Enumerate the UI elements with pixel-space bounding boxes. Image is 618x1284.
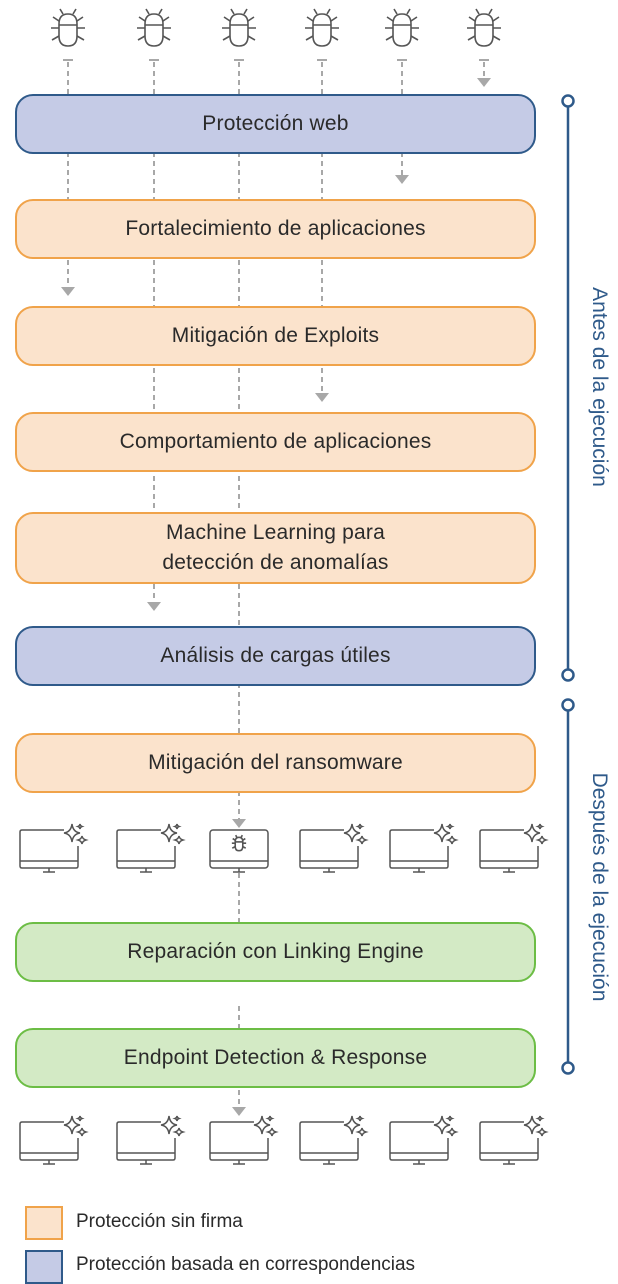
timeline-node — [561, 698, 575, 712]
layer-linking-engine: Reparación con Linking Engine — [15, 922, 536, 982]
computer-sparkle-icon — [299, 1115, 369, 1165]
computer-sparkle-icon — [19, 1115, 89, 1165]
layer-ransomware-mitigation: Mitigación del ransomware — [15, 733, 536, 793]
computer-sparkle-icon — [299, 823, 369, 873]
computer-sparkle-icon — [116, 1115, 186, 1165]
arrowhead — [477, 78, 491, 87]
computer-sparkle-icon — [479, 1115, 549, 1165]
layer-label: Machine Learning para detección de anoma… — [162, 521, 389, 574]
bug-icon — [385, 8, 419, 47]
arrowhead — [232, 819, 246, 828]
sparkle-icon — [343, 1115, 369, 1137]
layer-label: Fortalecimiento de aplicaciones — [125, 217, 426, 240]
bug-icon — [305, 8, 339, 47]
layer-payload-analysis: Análisis de cargas útiles — [15, 626, 536, 686]
sparkle-icon — [160, 823, 186, 845]
arrowhead — [315, 393, 329, 402]
timeline-after-label: Después de la ejecución — [588, 772, 611, 1002]
timeline — [561, 94, 575, 1075]
arrowhead — [147, 602, 161, 611]
sparkle-icon — [433, 1115, 459, 1137]
layer-application-hardening: Fortalecimiento de aplicaciones — [15, 199, 536, 259]
layer-label: Análisis de cargas útiles — [160, 644, 391, 667]
computer-sparkle-icon — [19, 823, 89, 873]
bug-icon — [231, 834, 247, 852]
legend-swatch-signatureless — [25, 1206, 63, 1240]
arrowheads — [61, 78, 491, 1116]
bug-icon — [137, 8, 171, 47]
sparkle-icon — [63, 1115, 89, 1137]
computers-row-after-ransomware — [19, 823, 549, 873]
layer-exploit-mitigation: Mitigación de Exploits — [15, 306, 536, 366]
timeline-node — [561, 668, 575, 682]
computer-sparkle-icon — [389, 1115, 459, 1165]
layer-label: Endpoint Detection & Response — [123, 1046, 428, 1069]
layer-label: Comportamiento de aplicaciones — [119, 430, 432, 453]
computers-row-final — [19, 1115, 549, 1165]
arrowhead — [61, 287, 75, 296]
computer-sparkle-icon — [389, 823, 459, 873]
computer-sparkle-icon — [116, 823, 186, 873]
sparkle-icon — [343, 823, 369, 845]
legend-label-signatureless: Protección sin firma — [76, 1211, 243, 1232]
sparkle-icon — [523, 823, 549, 845]
layer-label: Reparación con Linking Engine — [127, 940, 424, 963]
timeline-node — [561, 1061, 575, 1075]
bug-icon — [467, 8, 501, 47]
threat-icons-row — [51, 8, 501, 47]
arrowhead — [395, 175, 409, 184]
timeline-node — [561, 94, 575, 108]
timeline-before-label: Antes de la ejecución — [588, 287, 611, 487]
layer-label: Protección web — [202, 112, 349, 135]
arrowhead — [232, 1107, 246, 1116]
sparkle-icon — [433, 823, 459, 845]
computer-bug-icon — [209, 829, 269, 873]
bug-icon — [222, 8, 256, 47]
computer-sparkle-icon — [479, 823, 549, 873]
layer-web-protection: Protección web — [15, 94, 536, 154]
legend-label-match: Protección basada en correspondencias — [76, 1254, 416, 1275]
layer-application-behavior: Comportamiento de aplicaciones — [15, 412, 536, 472]
layer-edr: Endpoint Detection & Response — [15, 1028, 536, 1088]
layer-machine-learning: Machine Learning para detección de anoma… — [15, 512, 536, 584]
computer-sparkle-icon — [209, 1115, 279, 1165]
layer-label: Mitigación del ransomware — [148, 751, 403, 774]
bug-icon — [51, 8, 85, 47]
legend-swatch-match — [25, 1250, 63, 1284]
sparkle-icon — [523, 1115, 549, 1137]
sparkle-icon — [160, 1115, 186, 1137]
sparkle-icon — [253, 1115, 279, 1137]
layer-label: Mitigación de Exploits — [171, 324, 380, 347]
sparkle-icon — [63, 823, 89, 845]
